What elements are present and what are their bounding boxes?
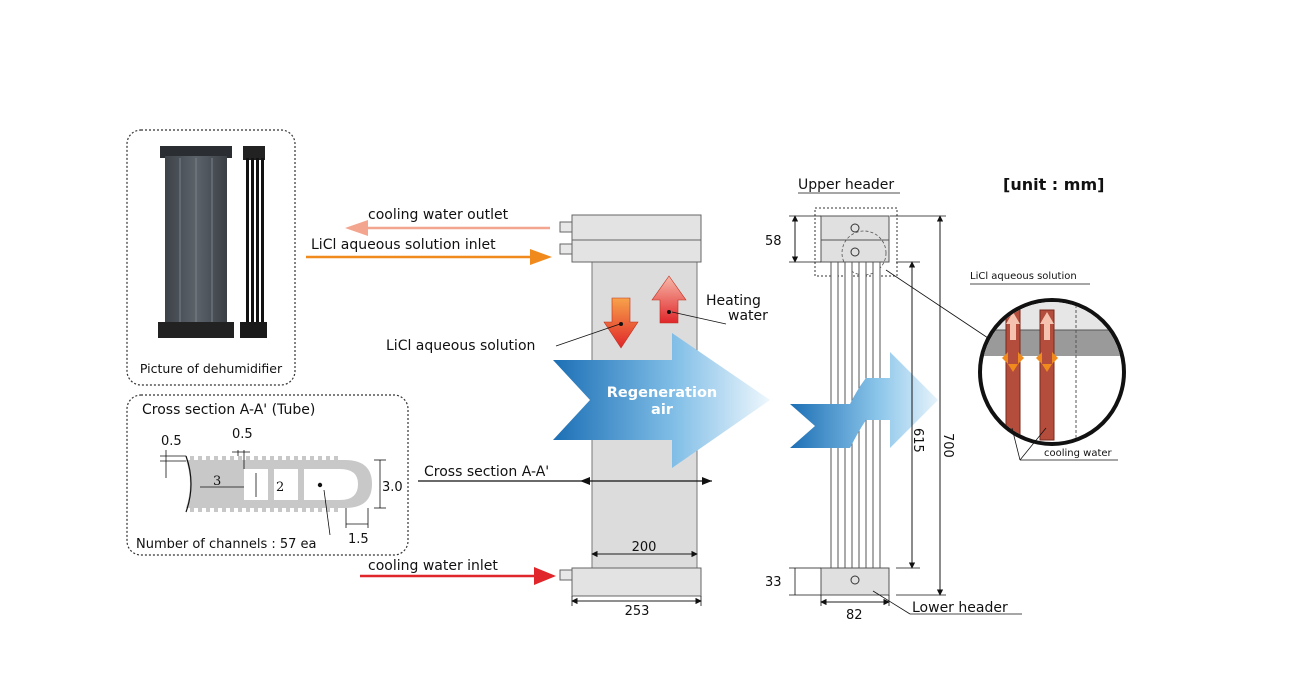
side-lower-header bbox=[820, 567, 890, 596]
dim-0-5-left: 0.5 bbox=[161, 434, 182, 449]
regeneration-air-label-1: Regeneration bbox=[607, 385, 718, 401]
tube-cross-section bbox=[185, 455, 372, 513]
photo-panel: Picture of dehumidifier bbox=[126, 129, 296, 386]
dim-3-0: 3.0 bbox=[382, 480, 403, 495]
upper-header-label: Upper header bbox=[798, 177, 894, 193]
dim-2: 2 bbox=[276, 480, 284, 495]
dim-700: 700 bbox=[940, 433, 955, 458]
dehumidifier-photo bbox=[158, 146, 267, 338]
unit-label: [unit : mm] bbox=[1003, 175, 1104, 194]
licl-inlet-label: LiCl aqueous solution inlet bbox=[311, 237, 496, 253]
channels-label: Number of channels : 57 ea bbox=[136, 537, 317, 552]
cross-section-line-label: Cross section A-A' bbox=[424, 464, 549, 480]
detail-licl-label: LiCl aqueous solution bbox=[970, 271, 1077, 282]
photo-caption: Picture of dehumidifier bbox=[140, 361, 283, 376]
heating-water-label-1: Heating bbox=[706, 293, 761, 309]
cooling-water-inlet-label: cooling water inlet bbox=[368, 558, 498, 574]
cooling-water-outlet-arrow bbox=[345, 220, 550, 236]
cross-section-panel: Cross section A-A' (Tube) bbox=[126, 394, 409, 556]
cooling-water-outlet-label: cooling water outlet bbox=[368, 207, 509, 223]
dim-200: 200 bbox=[632, 540, 657, 555]
dim-33: 33 bbox=[765, 575, 782, 590]
detail-cooling-label: cooling water bbox=[1044, 448, 1113, 459]
side-view: Upper header Lower header bbox=[765, 177, 1022, 623]
heating-water-label-2: water bbox=[728, 308, 768, 324]
upper-header-dashed-box bbox=[814, 207, 898, 277]
cooling-water-inlet-arrow bbox=[360, 567, 556, 585]
dim-253: 253 bbox=[625, 604, 650, 619]
front-upper-header bbox=[571, 214, 702, 263]
detail-view: [unit : mm] LiCl aqueous solution bbox=[885, 175, 1126, 461]
heating-water-up-arrow bbox=[651, 275, 687, 324]
licl-solution-label: LiCl aqueous solution bbox=[386, 338, 535, 354]
dim-3: 3 bbox=[213, 474, 221, 489]
dim-1-5: 1.5 bbox=[348, 532, 369, 547]
regeneration-air-arrow bbox=[553, 333, 770, 468]
front-view: cooling water outlet LiCl aqueous soluti… bbox=[306, 207, 770, 619]
lower-header-label: Lower header bbox=[912, 600, 1008, 616]
licl-inlet-arrow bbox=[306, 249, 552, 265]
cross-section-title: Cross section A-A' (Tube) bbox=[142, 402, 315, 418]
side-upper-header bbox=[820, 215, 890, 263]
dim-58: 58 bbox=[765, 234, 782, 249]
side-regeneration-arrow bbox=[790, 352, 938, 448]
dim-0-5-top: 0.5 bbox=[232, 427, 253, 442]
dim-82: 82 bbox=[846, 608, 863, 623]
cross-section-dims bbox=[160, 450, 386, 536]
dim-615: 615 bbox=[910, 428, 925, 453]
front-lower-header bbox=[571, 567, 702, 597]
regeneration-air-label-2: air bbox=[651, 402, 674, 418]
